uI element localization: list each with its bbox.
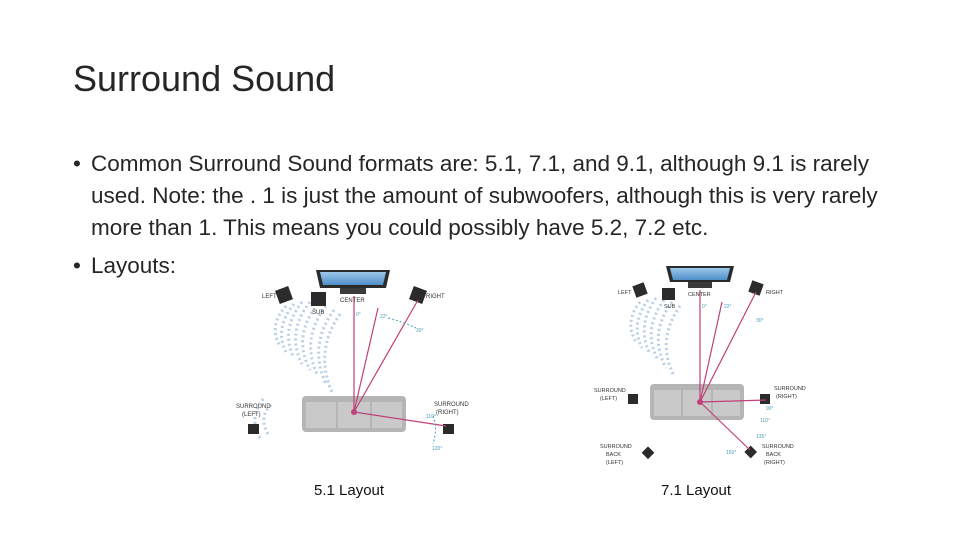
- speaker-back-right: [744, 445, 758, 459]
- label-center: CENTER: [688, 292, 711, 298]
- label-surround-right-1: SURROUND: [434, 402, 469, 408]
- speaker-right: [409, 286, 427, 304]
- angle-lines: [699, 290, 767, 451]
- listener-point: [351, 409, 357, 415]
- speaker-surround-left: [628, 394, 638, 404]
- angle-110: 110°: [426, 414, 436, 420]
- angle-135: 135°: [756, 434, 766, 440]
- label-surround-left-1: SURROUND: [236, 404, 271, 410]
- angle-150: 150°: [726, 450, 736, 456]
- label-left: LEFT: [618, 290, 632, 296]
- speaker-back-left: [641, 446, 655, 460]
- speaker-right: [748, 280, 764, 296]
- bullet-list: • Common Surround Sound formats are: 5.1…: [73, 148, 903, 282]
- speaker-sub: [311, 292, 326, 306]
- label-surround-left-2: (LEFT): [600, 396, 617, 402]
- angle-22: 22°: [724, 304, 732, 310]
- angle-0: 0°: [356, 312, 361, 318]
- tv-screen: [316, 270, 390, 294]
- speaker-surround-right: [760, 394, 770, 404]
- bullet-marker: •: [73, 151, 81, 176]
- label-surround-right-2: (RIGHT): [436, 410, 459, 416]
- caption-5-1: 5.1 Layout: [314, 482, 385, 499]
- speaker-left: [632, 282, 648, 298]
- bullet-formats: • Common Surround Sound formats are: 5.1…: [73, 148, 903, 244]
- speaker-left: [275, 286, 293, 304]
- label-back-right-3: (RIGHT): [764, 460, 785, 466]
- sound-waves: [629, 297, 682, 377]
- label-back-right-1: SURROUND: [762, 444, 794, 450]
- diagram-7-1: LEFT CENTER RIGHT SUB SURROUND (LEFT) SU…: [594, 266, 806, 466]
- speaker-surround-right: [443, 424, 454, 434]
- angle-120: 120°: [432, 446, 442, 452]
- listener-point: [697, 399, 703, 405]
- label-surround-left-1: SURROUND: [594, 388, 626, 394]
- speaker-sub: [662, 288, 675, 300]
- angle-30: 30°: [756, 318, 764, 324]
- label-right: RIGHT: [766, 290, 784, 296]
- tv-screen: [666, 266, 734, 288]
- bullet-text: Layouts:: [91, 253, 177, 278]
- angle-90: 90°: [766, 406, 774, 412]
- angle-0: 0°: [702, 304, 707, 310]
- speaker-surround-left: [248, 424, 259, 434]
- angle-30: 30°: [416, 328, 424, 334]
- caption-7-1: 7.1 Layout: [661, 482, 732, 499]
- label-left: LEFT: [262, 294, 277, 300]
- label-right: RIGHT: [426, 294, 445, 300]
- bullet-layouts: • Layouts:: [73, 250, 903, 282]
- angle-lines: [353, 296, 447, 427]
- slide-title: Surround Sound: [73, 58, 336, 99]
- label-sub: SUB: [664, 304, 676, 310]
- label-back-left-1: SURROUND: [600, 444, 632, 450]
- angle-110: 110°: [760, 418, 770, 424]
- label-center: CENTER: [340, 298, 365, 304]
- label-surround-right-2: (RIGHT): [776, 394, 797, 400]
- diagram-5-1: LEFT CENTER RIGHT SUB SURROUND (LEFT) SU…: [236, 270, 469, 452]
- angle-22: 22°: [380, 314, 388, 320]
- label-surround-right-1: SURROUND: [774, 386, 806, 392]
- label-surround-left-2: (LEFT): [242, 412, 261, 418]
- label-sub: SUB: [312, 310, 324, 316]
- label-back-left-2: BACK: [606, 452, 621, 458]
- label-back-right-2: BACK: [766, 452, 781, 458]
- sound-waves: [253, 301, 342, 439]
- bullet-text: Common Surround Sound formats are: 5.1, …: [91, 151, 878, 240]
- bullet-marker: •: [73, 253, 81, 278]
- label-back-left-3: (LEFT): [606, 460, 623, 466]
